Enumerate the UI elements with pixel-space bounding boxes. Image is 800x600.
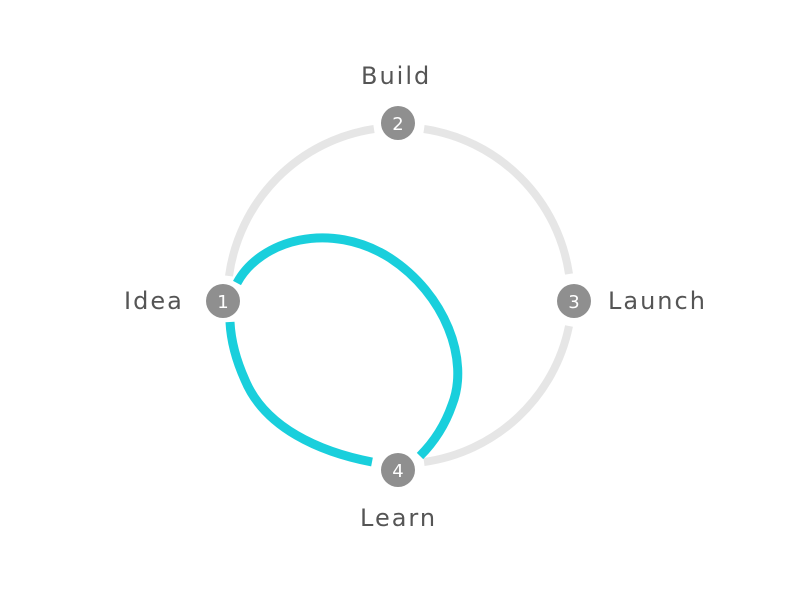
label-idea: Idea	[124, 287, 184, 315]
node-circle	[381, 453, 415, 487]
edge-build-to-launch	[423, 125, 573, 275]
node-number: 1	[217, 292, 228, 313]
node-number: 3	[568, 292, 579, 313]
edge-launch-to-learn	[423, 325, 573, 466]
node-build[interactable]: 2	[381, 106, 415, 140]
node-launch[interactable]: 3	[557, 284, 591, 318]
node-learn[interactable]: 4	[381, 453, 415, 487]
node-circle	[206, 284, 240, 318]
node-number: 2	[392, 114, 403, 135]
node-idea[interactable]: 1	[206, 284, 240, 318]
label-learn: Learn	[360, 504, 438, 532]
edge-idea-to-build	[225, 125, 375, 277]
label-build: Build	[361, 62, 432, 90]
label-launch: Launch	[608, 287, 707, 315]
node-circle	[381, 106, 415, 140]
node-circle	[557, 284, 591, 318]
loop-learn-to-idea	[225, 321, 373, 467]
loop-idea-to-learn	[233, 233, 463, 460]
node-number: 4	[392, 461, 403, 482]
